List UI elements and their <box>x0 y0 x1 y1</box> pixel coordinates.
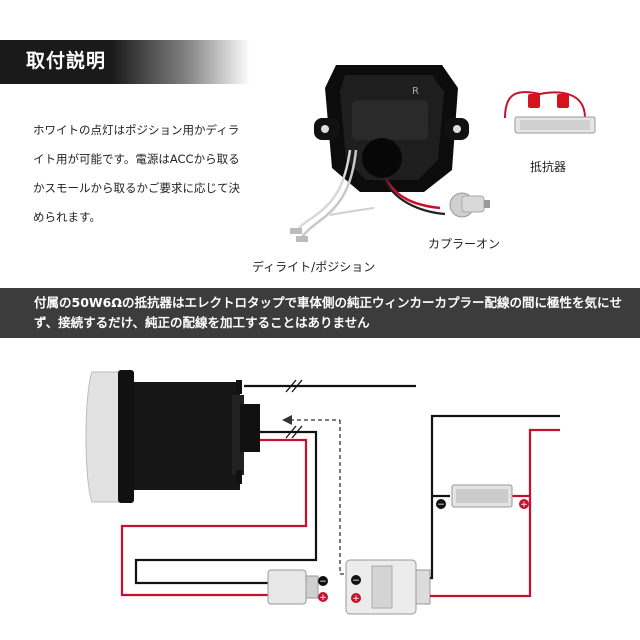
fog-lamp-image: R <box>314 65 469 192</box>
coupler-on-label: カプラーオン <box>428 237 501 251</box>
product-photo: R <box>290 65 596 242</box>
daylight-wires <box>290 149 375 242</box>
wire-vehicle-red <box>430 428 560 598</box>
info-banner: 付属の50W6Ωの抵抗器はエレクトロタップで車体側の純正ウィンカーカプラー配線の… <box>0 288 640 338</box>
section-title-bar: 取付説明 <box>0 40 250 84</box>
socket-plus-marker <box>351 593 361 603</box>
diagram-resistor <box>451 484 513 508</box>
installation-description: ホワイトの点灯はポジション用かディライト用が可能です。電源はACCから取るかスモ… <box>33 123 240 224</box>
wire-lamp-red <box>120 438 308 597</box>
plug-minus-marker <box>318 576 328 586</box>
plug-plus-marker <box>318 592 328 602</box>
lamp-side-mark: R <box>412 86 419 97</box>
socket-plus-symbol: + <box>352 594 360 604</box>
bulb-plug <box>267 569 319 605</box>
wire-lamp-black <box>134 425 318 585</box>
resistor-minus-marker <box>436 499 446 509</box>
resistor-minus-symbol: − <box>437 500 445 510</box>
vehicle-socket <box>345 559 431 615</box>
socket-minus-marker <box>351 575 361 585</box>
resistor-image <box>504 91 596 134</box>
banner-text: 付属の50W6Ωの抵抗器はエレクトロタップで車体側の純正ウィンカーカプラー配線の… <box>34 295 623 330</box>
page-title: 取付説明 <box>26 50 107 72</box>
resistor-plus-marker <box>519 499 529 509</box>
wire-upper-black <box>244 379 416 393</box>
plug-minus-symbol: − <box>319 577 327 587</box>
coupler-bulb <box>383 177 490 218</box>
wire-vehicle-black <box>430 414 560 580</box>
resistor-label: 抵抗器 <box>530 160 567 174</box>
diagram-lamp <box>85 370 260 503</box>
socket-minus-symbol: − <box>352 576 360 586</box>
resistor-plus-symbol: + <box>520 500 528 510</box>
plug-plus-symbol: + <box>319 593 327 603</box>
daylight-position-label: ディライト/ポジション <box>252 260 376 274</box>
